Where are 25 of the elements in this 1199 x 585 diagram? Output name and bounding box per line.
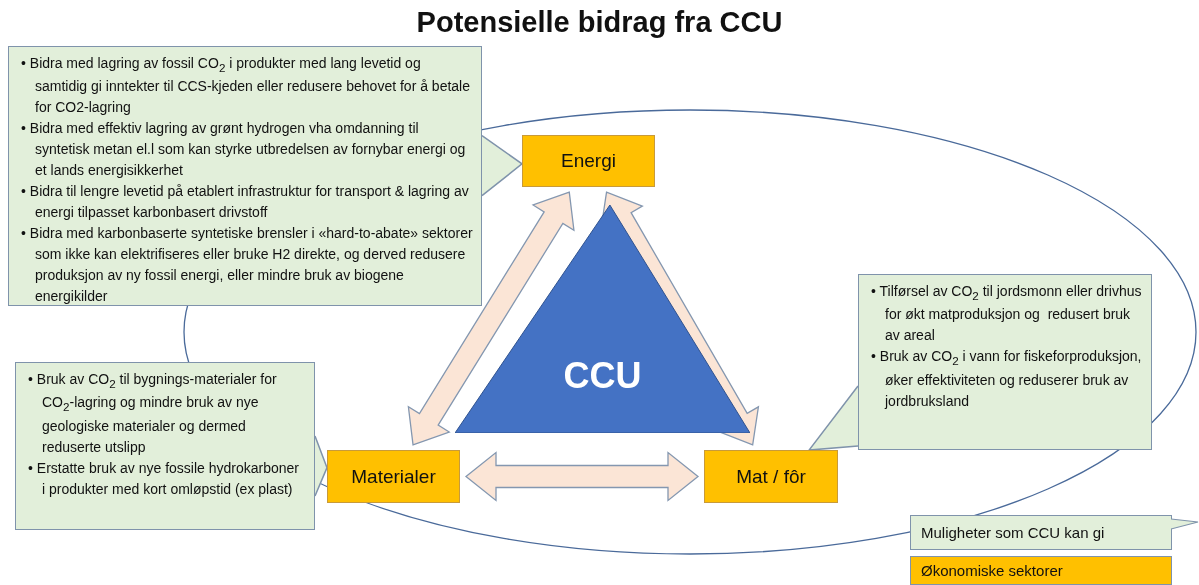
sector-box [327,450,460,503]
sector-box [522,135,655,187]
double-arrow [407,191,575,446]
bullet-text: • Erstatte bruk av nye fossile hydrokarboner i produkter med kort omløpstid (ex plast) [27,458,301,499]
double-arrow [464,451,700,502]
title: Potensielle bidrag fra CCU [415,6,784,39]
callout-tail [314,435,328,497]
legend-label: Muligheter som CCU kan gi [921,524,1105,541]
callout-tail [481,134,524,197]
callout-box [858,274,1152,450]
sector-label: Mat / fôr [736,465,806,488]
callout-box [8,46,482,306]
callout-box [15,362,315,530]
bullet-text: • Bruk av CO$_{2}$ til bygnings-materialer for CO$_{2}$-lagring og mindre bruk av nye geologiske materialer og dermed reduserte utslipp [27,370,278,457]
bullet-text: • Bidra med lagring av fossil CO$_{2}$ i produkter med lang levetid og samtidig gi inntekter til CCS-kjeden eller redusere behovet for å betale for CO2-lagring [20,54,471,118]
callout-tail [807,385,859,451]
bullet-text: • Bidra med karbonbaserte syntetiske brensler i «hard-to-abate» sektorer som ikke kan elektrifiseres eller bruke H2 direkte, og derved redusere produksjon av ny fossil energi, eller mindre bruk av biogene energikilder [20,224,473,307]
bullet-text: • Bidra med effektiv lagring av grønt hydrogen vha omdanning til syntetisk metan el.l som kan styrke utbredelsen av fornybar energi og et lands energisikkerhet [20,119,467,181]
sector-label: Energi [561,150,616,172]
legend-label: Økonomiske sektorer [921,562,1063,579]
sector-box [704,450,838,503]
bullet-text: • Bidra til lengre levetid på etablert infrastruktur for transport & lagring av energi tilpasset karbonbasert drivstoff [20,182,470,223]
center-label: CCU [563,355,642,397]
sector-label: Materialer [351,465,436,488]
bullet-text: • Bruk av CO$_{2}$ i vann for fiskeforproduksjon, øker effektiviteten og reduserer bruk av jordbruksland [870,347,1143,411]
